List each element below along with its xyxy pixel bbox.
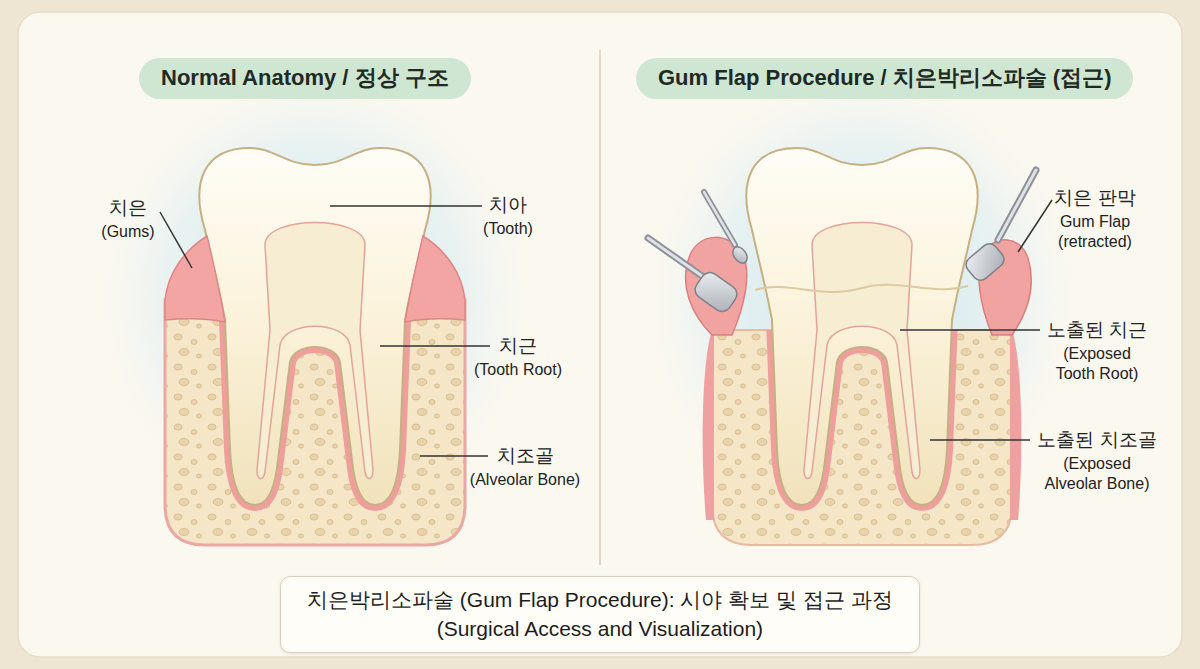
part-label: 치근 [468, 334, 568, 358]
node-text: Gum Flap Procedure / 치은박리소파술 (접근) [658, 64, 1111, 93]
caption-box: 치은박리소파술 (Gum Flap Procedure): 시야 확보 및 접근… [280, 576, 920, 653]
part-label: (Exposed Tooth Root) [1045, 344, 1150, 384]
part-label: Gum Flap (retracted) [1040, 212, 1150, 252]
part-label: 노출된 치근 [1035, 318, 1160, 342]
part-label: 치조골 [465, 444, 585, 468]
leader-lines [160, 200, 1052, 456]
part-label: (Tooth) [468, 219, 548, 239]
part-label: 치은 판막 [1040, 186, 1150, 210]
part-label: 치아 [468, 193, 548, 217]
node-text: Normal Anatomy / 정상 구조 [161, 64, 449, 93]
part-label: (Tooth Root) [463, 360, 573, 380]
part-label: 치은 [93, 196, 163, 220]
part-label: 노출된 치조골 [1032, 428, 1162, 452]
node-text: 치은박리소파술 (Gum Flap Procedure): 시야 확보 및 접근… [307, 585, 893, 614]
node-text: (Surgical Access and Visualization) [307, 614, 893, 643]
panel-title: Gum Flap Procedure / 치은박리소파술 (접근) [636, 58, 1133, 99]
part-label: (Exposed Alveolar Bone) [1038, 454, 1156, 494]
part-label: (Gums) [88, 222, 168, 242]
part-label: (Alveolar Bone) [463, 470, 588, 490]
panel-title: Normal Anatomy / 정상 구조 [139, 58, 471, 99]
